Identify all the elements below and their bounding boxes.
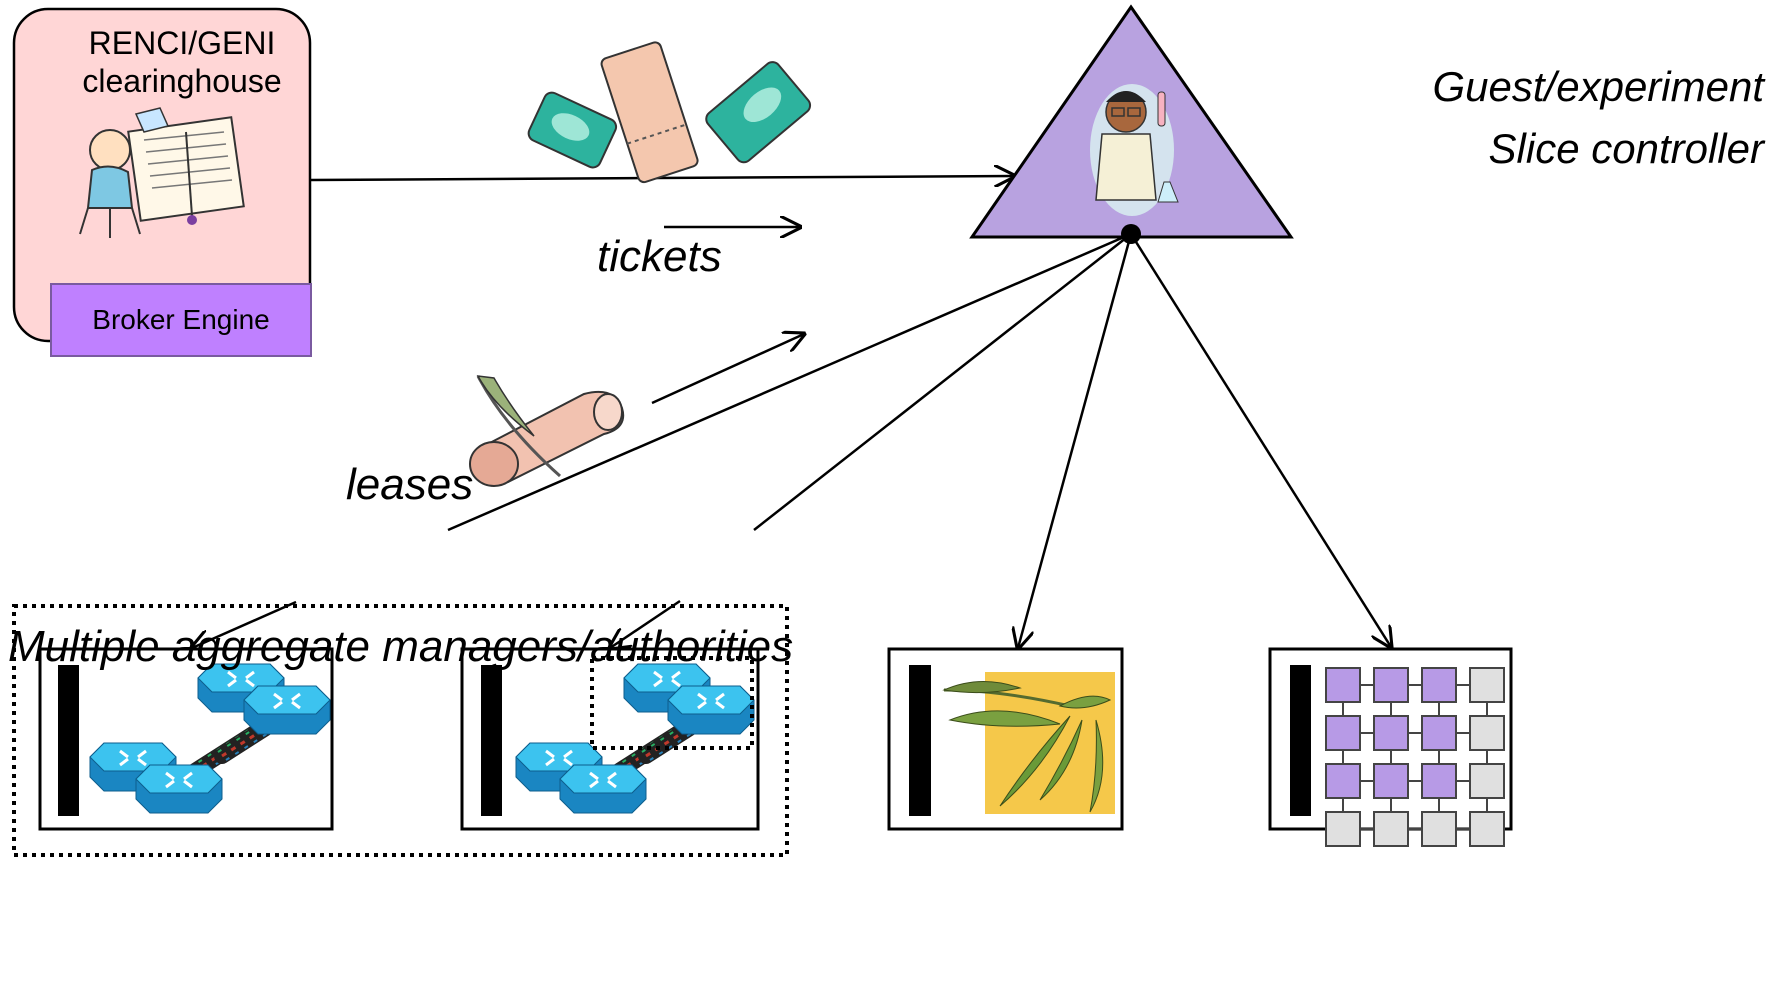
- grid-node-allocated: [1421, 715, 1457, 751]
- grid-node-free: [1373, 811, 1409, 847]
- broker-engine-box: Broker Engine: [50, 283, 312, 357]
- grid-node-free: [1469, 715, 1505, 751]
- grid-node-allocated: [1373, 763, 1409, 799]
- grid-node-free: [1421, 811, 1457, 847]
- broker-engine-label: Broker Engine: [92, 304, 270, 335]
- scientist-icon: [1090, 84, 1179, 216]
- grid-node-free: [1325, 811, 1361, 847]
- aggregate-box-1: [38, 647, 334, 831]
- resource-box-bamboo: [887, 647, 1124, 831]
- clearinghouse-title-line2: clearinghouse: [82, 63, 282, 99]
- grid-node-allocated: [1421, 763, 1457, 799]
- clearinghouse-title-line1: RENCI/GENI: [88, 25, 276, 61]
- grid-node-allocated: [1325, 667, 1361, 703]
- grid-cluster-icon: [1325, 667, 1505, 847]
- grid-node-free: [1469, 667, 1505, 703]
- aggregate-box-2: [460, 647, 760, 831]
- grid-node-allocated: [1325, 715, 1361, 751]
- grid-node-free: [1469, 811, 1505, 847]
- grid-node-allocated: [1373, 715, 1409, 751]
- bamboo-leaves-icon: [942, 672, 1115, 814]
- grid-node-allocated: [1325, 763, 1361, 799]
- slice-controller-label: Guest/experiment Slice controller: [1433, 56, 1765, 180]
- worker-at-desk-icon: [79, 107, 245, 238]
- aggregate-group-frame: [12, 604, 789, 857]
- grid-node-free: [1469, 763, 1505, 799]
- ticket-stubs-icon: [527, 41, 812, 184]
- tickets-label: tickets: [597, 232, 722, 281]
- clearinghouse-title: RENCI/GENI clearinghouse: [22, 24, 342, 100]
- grid-node-allocated: [1373, 667, 1409, 703]
- aggregates-label: Multiple aggregate managers/authorities: [8, 622, 794, 671]
- grid-node-allocated: [1421, 667, 1457, 703]
- leases-label: leases: [346, 460, 474, 509]
- resource-box-grid: [1268, 647, 1513, 847]
- scroll-quill-icon: [469, 375, 625, 487]
- slice-controller-line2: Slice controller: [1488, 125, 1764, 172]
- slice-controller-line1: Guest/experiment: [1432, 63, 1765, 110]
